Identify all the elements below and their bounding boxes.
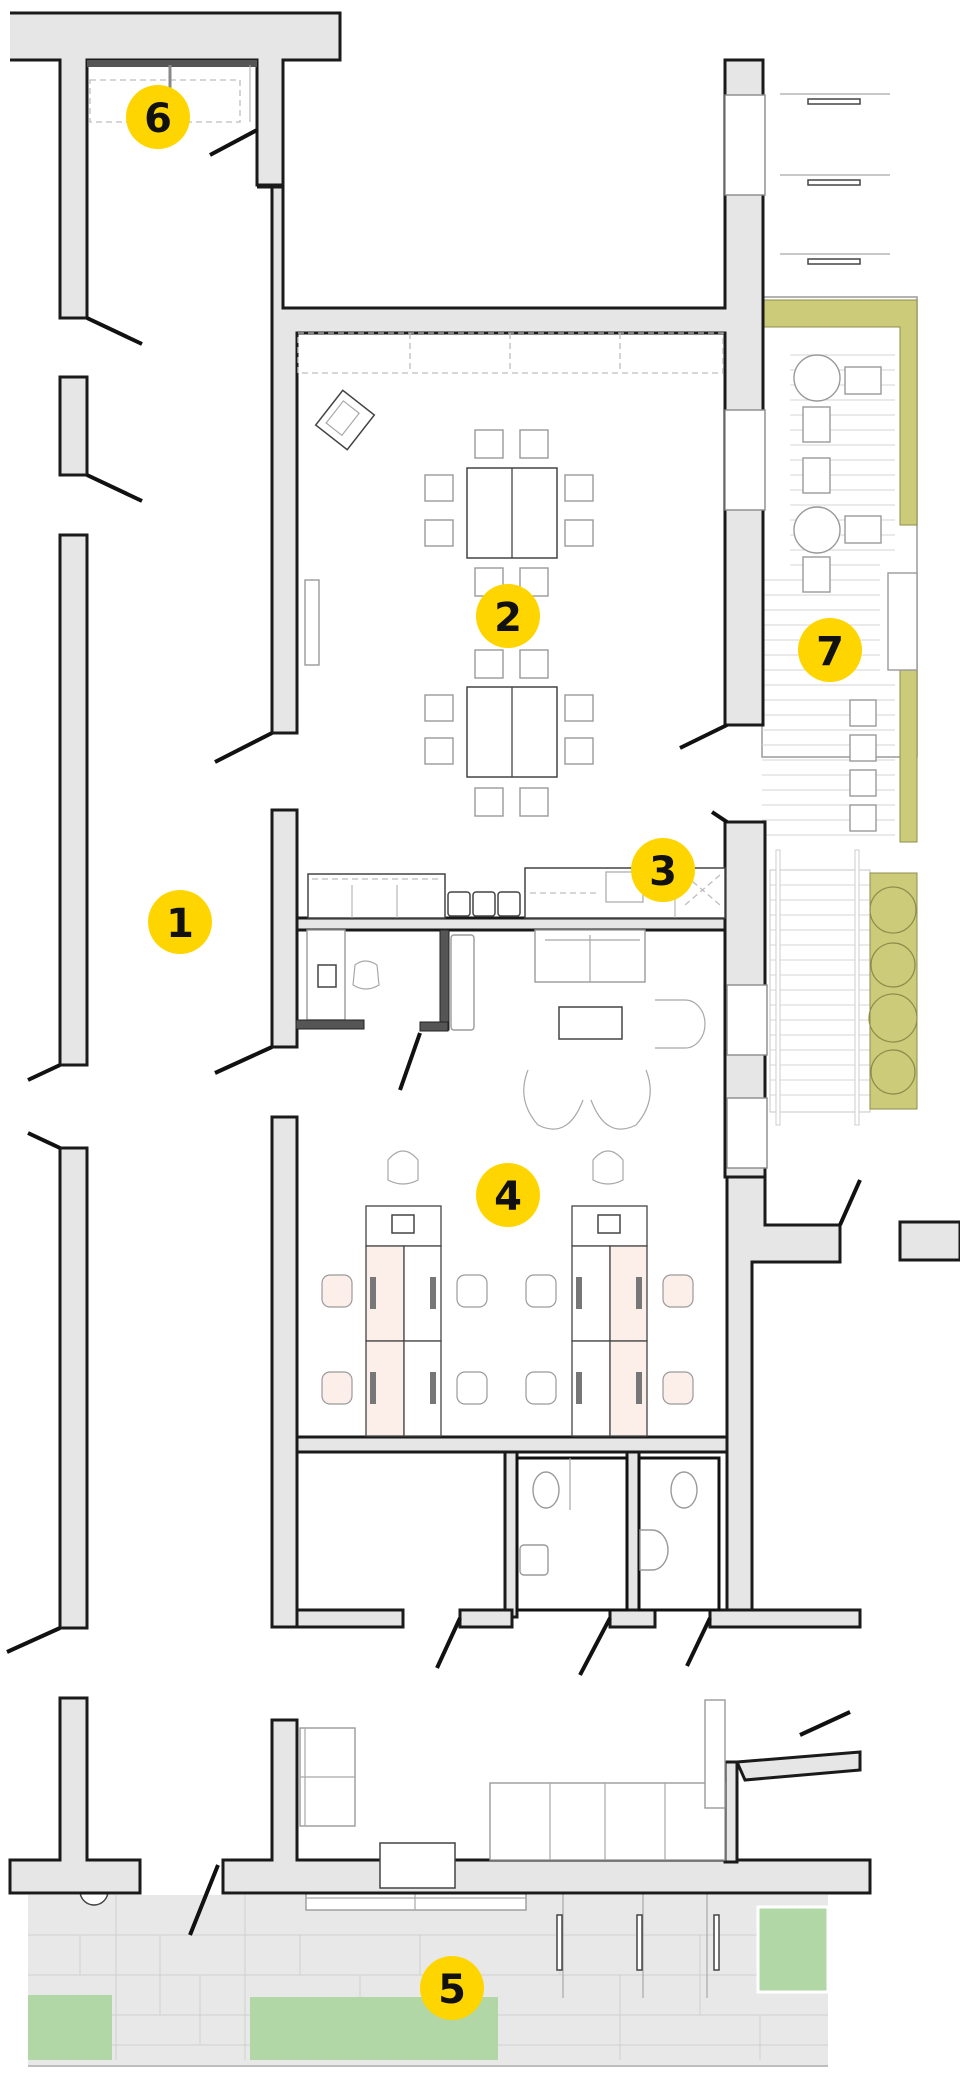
zone-marker-1: 1: [148, 890, 212, 954]
marker-6-badge: [126, 85, 190, 149]
marker-5-label: 5: [438, 1967, 466, 2013]
storage-shelving: [89, 65, 251, 123]
doors: [6, 128, 862, 1936]
marker-1-label: 1: [166, 901, 194, 947]
lower-utility: [299, 1699, 726, 1889]
workstations: [321, 1205, 694, 1437]
marker-7-label: 7: [816, 629, 844, 675]
marker-2-label: 2: [494, 595, 522, 641]
trees: [868, 886, 918, 1095]
marker-2-badge: [476, 584, 540, 648]
terrace: [761, 296, 918, 1126]
marker-4-label: 4: [494, 1174, 522, 1220]
bicycle-parking: [556, 1885, 720, 1998]
windows: [724, 94, 768, 1169]
zone-marker-7: 7: [798, 618, 862, 682]
zone-marker-2: 2: [476, 584, 540, 648]
marker-4-badge: [476, 1163, 540, 1227]
washrooms: [515, 1456, 721, 1612]
lounge-furniture: [295, 929, 706, 1185]
tree-planter: [869, 872, 918, 1110]
marker-5-badge: [420, 1956, 484, 2020]
zone-marker-3: 3: [631, 838, 695, 902]
front-courtyard: [28, 1867, 830, 2067]
marker-3-label: 3: [649, 849, 677, 895]
marker-3-badge: [631, 838, 695, 902]
marker-1-badge: [148, 890, 212, 954]
terrace-lower-deck: [769, 849, 871, 1126]
walls: [8, 11, 960, 1895]
bicycle-rack-top: [780, 93, 890, 265]
zone-marker-4: 4: [476, 1163, 540, 1227]
terrace-furniture: [793, 354, 882, 832]
zone-marker-6: 6: [126, 85, 190, 149]
marker-6-label: 6: [144, 96, 172, 142]
marker-7-badge: [798, 618, 862, 682]
zone-marker-5: 5: [420, 1956, 484, 2020]
hedge-right: [899, 669, 918, 843]
planter-left: [28, 1995, 112, 2060]
meeting-room-furniture: [297, 332, 724, 817]
planter-right: [756, 1905, 830, 1994]
